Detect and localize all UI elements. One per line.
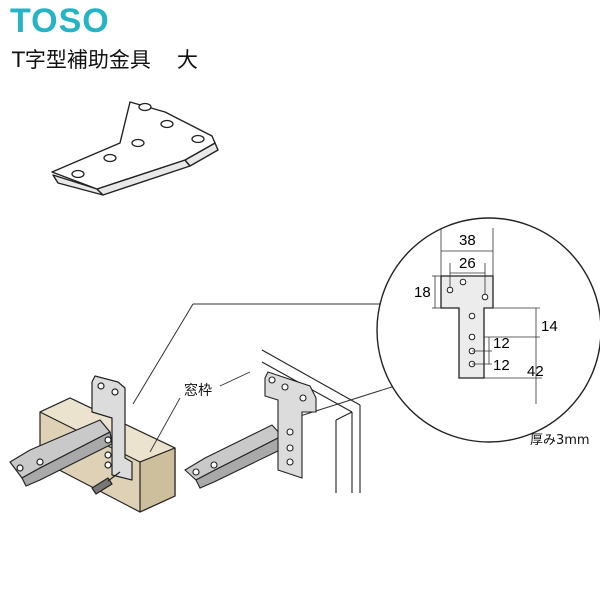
install-example-wall-side <box>184 349 361 493</box>
product-size-label: 大 <box>176 48 198 72</box>
window-frame-leaders <box>149 371 251 453</box>
brand-logo: TOSO <box>10 2 110 40</box>
dim-hole-pitch-b: 12 <box>493 357 510 374</box>
dim-overall-width: 38 <box>459 232 476 249</box>
detail-circle <box>376 217 600 443</box>
dim-hole-pitch-a: 12 <box>493 335 510 352</box>
dim-stem-length: 42 <box>527 363 544 380</box>
thickness-label: 厚み3mm <box>530 433 590 448</box>
dim-top-hole-pitch: 26 <box>459 255 476 272</box>
dim-step: 14 <box>541 318 558 335</box>
window-frame-label: 窓枠 <box>184 383 212 399</box>
install-example-frame-side <box>9 375 176 513</box>
zoom-callout-lines <box>132 303 399 417</box>
product-name: T字型補助金具 <box>12 48 151 72</box>
dim-top-height: 18 <box>414 284 431 301</box>
bracket-isometric-drawing <box>51 101 219 196</box>
product-title: T字型補助金具 大 <box>12 44 198 74</box>
